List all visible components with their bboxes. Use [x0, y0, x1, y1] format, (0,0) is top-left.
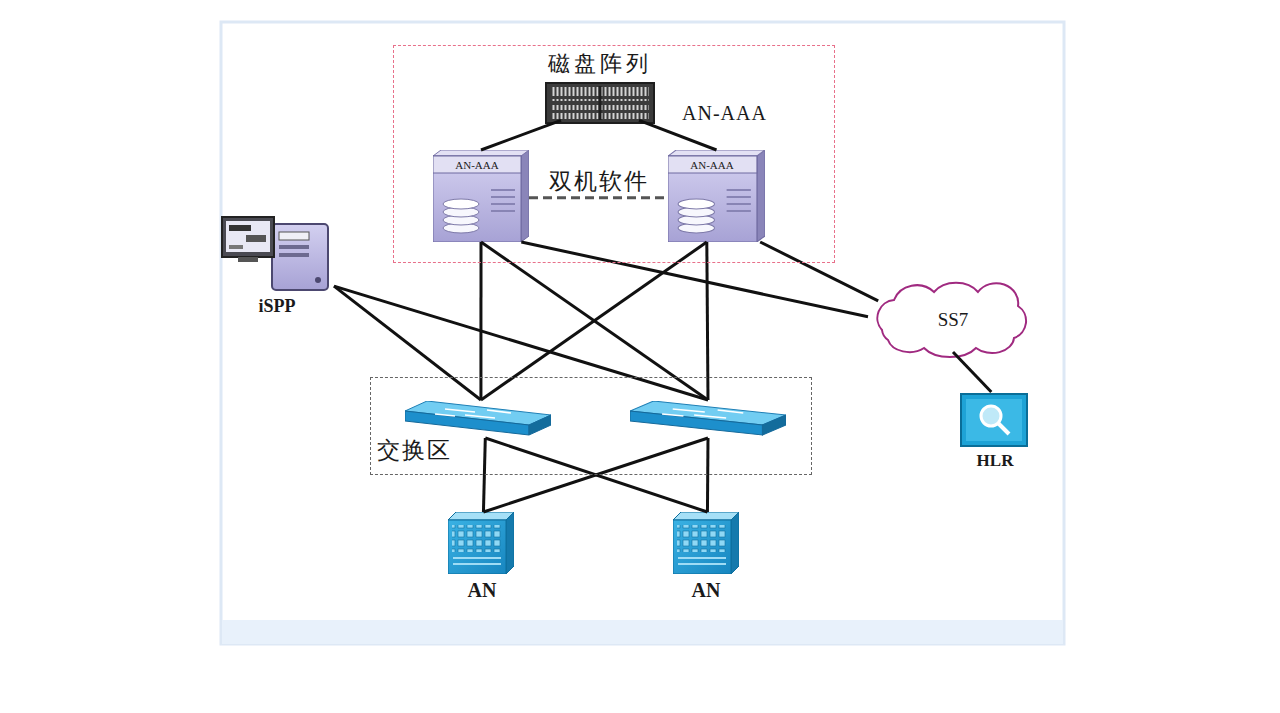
switch-icon: [405, 401, 551, 435]
link-line: [760, 242, 878, 301]
link-line: [334, 286, 481, 400]
node-label: HLR: [977, 452, 1014, 471]
node-label: 磁盘阵列: [548, 52, 652, 76]
computer-node: iSPP: [220, 213, 334, 319]
node-label: AN-AAA: [668, 159, 756, 171]
node-label: AN-AAA: [682, 102, 767, 124]
node-label: AN: [468, 579, 497, 601]
link-line: [706, 438, 710, 512]
disk-array-icon: [546, 83, 654, 123]
link-line: [639, 120, 717, 150]
server-group: AN-AAA 磁盘阵列 AN-AAA AN-AAA: [393, 45, 835, 263]
link-line: [483, 438, 708, 512]
node-label: 交换区: [377, 438, 452, 463]
node-label: SS7: [938, 310, 969, 331]
server-box: AN-AAA: [433, 150, 529, 242]
hlr-icon: [961, 394, 1027, 446]
link-line: [953, 352, 991, 392]
switch-box: [405, 400, 551, 438]
access-node-icon: [448, 512, 514, 574]
node-label: iSPP: [258, 297, 295, 317]
access-node: AN: [670, 512, 742, 604]
computer-icon: [222, 217, 328, 290]
panel-band: [222, 620, 1063, 644]
server-icon: [668, 150, 765, 242]
node-label: AN-AAA: [433, 159, 521, 171]
panel: [221, 22, 1064, 644]
edge-label: 双机软件: [546, 169, 652, 194]
server-box: AN-AAA: [668, 150, 765, 242]
server-icon: [433, 150, 529, 242]
switch-icon: [630, 401, 786, 435]
disk-array: 磁盘阵列: [535, 52, 665, 124]
access-node: AN: [446, 512, 518, 604]
cloud-shape: [877, 283, 1026, 357]
hlr-node: HLR: [958, 392, 1032, 474]
switch-box: [630, 400, 786, 438]
link-line: [334, 286, 708, 400]
node-label: AN: [692, 579, 721, 601]
dashed-link: [529, 196, 668, 199]
link-line: [483, 438, 485, 512]
link-line: [481, 120, 561, 150]
switch-group: 交换区: [370, 377, 812, 475]
link-line: [521, 242, 868, 317]
access-node-icon: [673, 512, 739, 574]
cloud-node: SS7: [868, 288, 1038, 352]
